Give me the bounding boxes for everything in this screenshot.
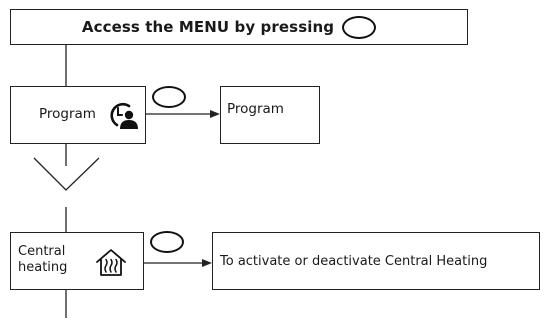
header-text: Access the MENU by pressing [81,18,335,36]
header-row: Access the MENU by pressing [11,10,467,44]
oval-button-icon [150,231,184,253]
house-heating-icon [96,249,126,276]
program-result-box: Program [220,86,320,144]
central-arrowhead-icon [202,259,212,267]
central-heating-label: Central heating [18,244,67,276]
central-heating-box: Central heating [10,232,144,290]
program-result-label: Program [227,101,284,117]
program-clock-person-icon [110,103,138,129]
central-heating-result-label: To activate or deactivate Central Heatin… [220,253,488,269]
program-label: Program [39,106,96,122]
oval-button-icon [152,86,186,108]
central-heating-label-line2: heating [18,260,68,275]
central-heating-label-line1: Central [18,244,66,259]
oval-button-icon [342,15,377,39]
chevron-down-icon [33,157,100,191]
program-arrowhead-icon [210,110,220,118]
central-heating-result-box: To activate or deactivate Central Heatin… [212,232,540,290]
program-box: Program [10,86,146,144]
header-box: Access the MENU by pressing [10,9,468,45]
